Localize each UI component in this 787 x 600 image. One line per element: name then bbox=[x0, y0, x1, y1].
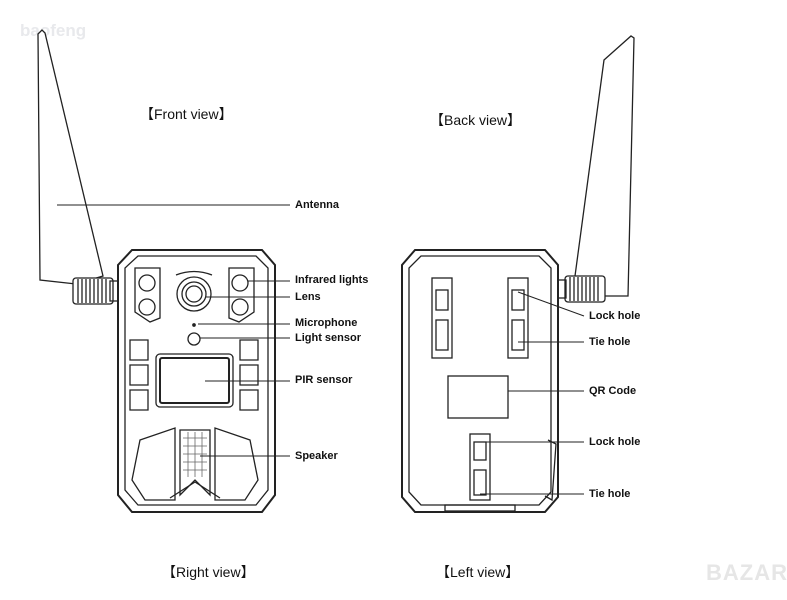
left-view-title: 【Left view】 bbox=[436, 564, 520, 580]
label-lock-hole-bottom: Lock hole bbox=[589, 436, 641, 448]
label-qr-code: QR Code bbox=[589, 385, 637, 397]
back-antenna bbox=[555, 35, 635, 303]
label-microphone: Microphone bbox=[295, 317, 358, 329]
watermark: baofeng bbox=[20, 21, 87, 40]
front-leader-lines bbox=[57, 204, 290, 457]
front-antenna bbox=[37, 29, 121, 305]
back-leader-lines bbox=[480, 291, 585, 495]
label-lens: Lens bbox=[295, 291, 321, 303]
right-view-title: 【Right view】 bbox=[162, 564, 255, 580]
bazar-logo: BAZAR bbox=[706, 560, 787, 585]
label-speaker: Speaker bbox=[295, 450, 338, 462]
label-tie-hole-top: Tie hole bbox=[589, 336, 631, 348]
label-pir-sensor: PIR sensor bbox=[295, 374, 353, 386]
label-infrared-lights: Infrared lights bbox=[295, 274, 369, 286]
label-lock-hole-top: Lock hole bbox=[589, 310, 641, 322]
label-antenna: Antenna bbox=[295, 199, 339, 211]
label-light-sensor: Light sensor bbox=[295, 332, 362, 344]
back-view-title: 【Back view】 bbox=[430, 112, 522, 128]
front-body bbox=[117, 249, 276, 513]
back-body bbox=[401, 249, 559, 513]
label-tie-hole-bottom: Tie hole bbox=[589, 488, 631, 500]
front-view-title: 【Front view】 bbox=[140, 106, 233, 122]
